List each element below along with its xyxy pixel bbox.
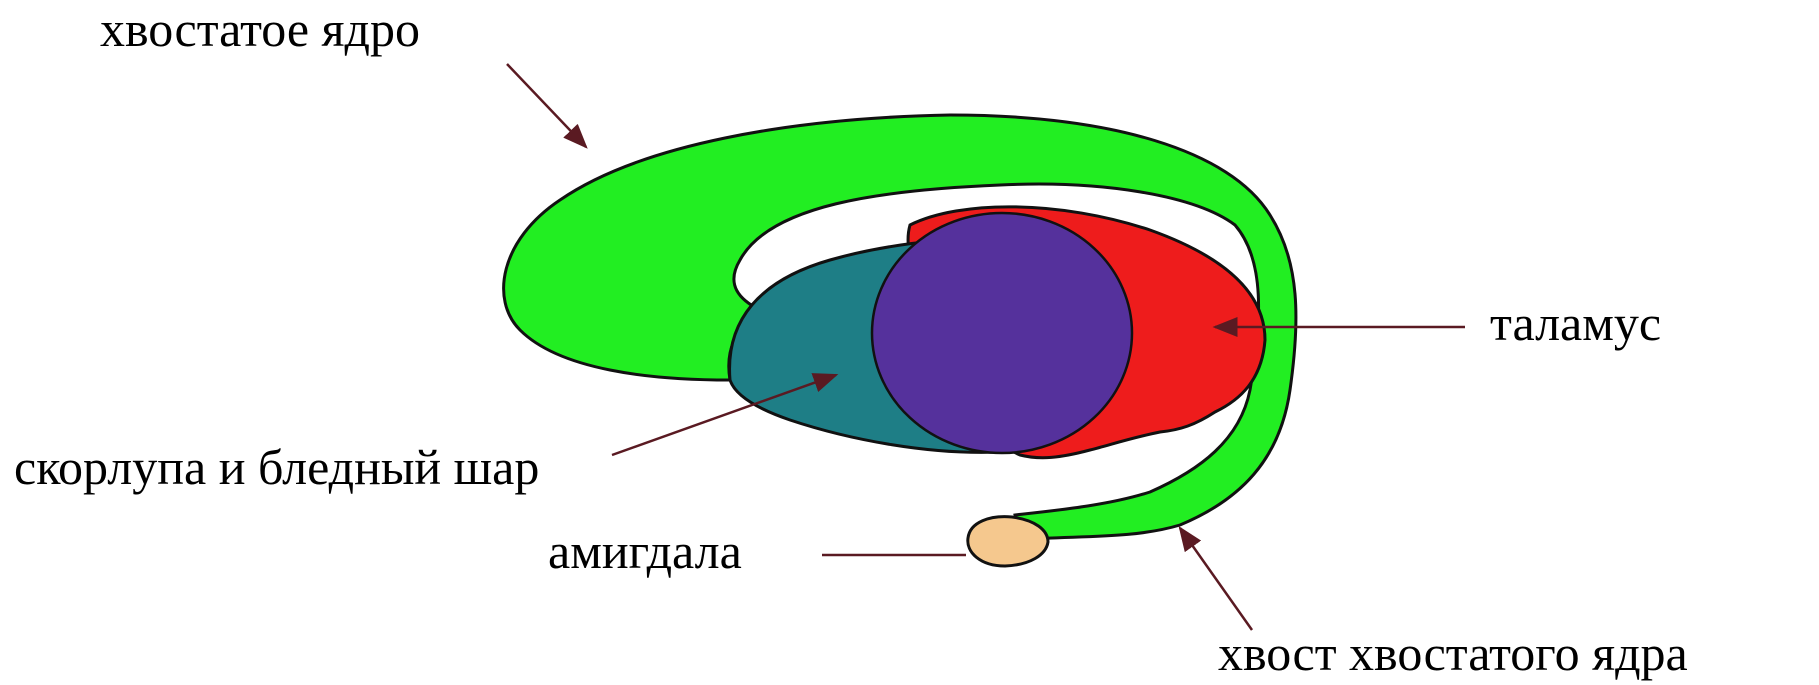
caudate-arrow: [507, 64, 586, 147]
globus-pallidus-shape: [872, 213, 1132, 453]
caudate-tail-arrow: [1180, 528, 1252, 630]
label-putamen-globus-pallidus: скорлупа и бледный шар: [14, 442, 539, 492]
label-caudate-tail: хвост хвостатого ядра: [1218, 628, 1688, 678]
label-amygdala: амигдала: [548, 526, 742, 576]
amygdala-shape: [968, 517, 1048, 566]
label-caudate-nucleus: хвостатое ядро: [100, 4, 420, 54]
label-thalamus: таламус: [1490, 298, 1661, 348]
